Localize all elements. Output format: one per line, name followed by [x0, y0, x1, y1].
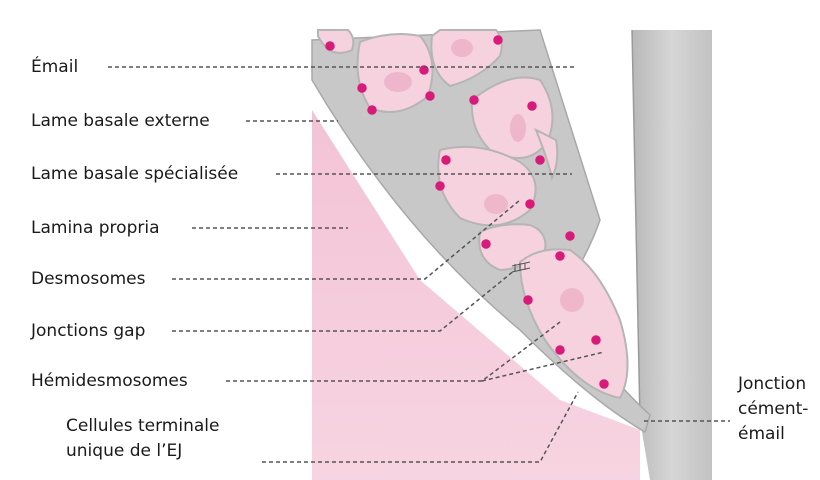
- hemidesmosome: [436, 182, 444, 190]
- hemidesmosome: [326, 42, 334, 50]
- nucleus: [484, 194, 508, 214]
- hemidesmosome: [368, 106, 376, 114]
- hemidesmosome: [494, 36, 502, 44]
- label-email: Émail: [31, 56, 78, 78]
- hemidesmosome: [426, 92, 434, 100]
- label-jonction-line3: émail: [738, 422, 808, 447]
- label-jonction-line2: cément-: [738, 397, 808, 422]
- hemidesmosome: [592, 336, 600, 344]
- label-cellules-terminale: Cellules terminale unique de l’EJ: [66, 414, 219, 464]
- nucleus: [451, 39, 473, 57]
- label-lamina-propria: Lamina propria: [31, 217, 160, 239]
- hemidesmosome: [536, 156, 544, 164]
- label-jonctions-gap: Jonctions gap: [31, 320, 145, 342]
- nucleus: [560, 288, 584, 312]
- hemidesmosome: [556, 346, 564, 354]
- label-jonction-line1: Jonction: [738, 372, 808, 397]
- label-cellules-line1: Cellules terminale: [66, 414, 219, 439]
- nucleus: [384, 72, 412, 92]
- hemidesmosome: [482, 240, 490, 248]
- hemidesmosome: [526, 200, 534, 208]
- label-desmosomes: Desmosomes: [31, 268, 146, 290]
- label-lame-basale-specialisee: Lame basale spécialisée: [31, 163, 238, 185]
- hemidesmosome: [524, 296, 532, 304]
- hemidesmosome: [566, 232, 574, 240]
- label-lame-basale-externe: Lame basale externe: [31, 110, 210, 132]
- hemidesmosome: [358, 84, 366, 92]
- label-jonction-cement-email: Jonction cément- émail: [738, 372, 808, 447]
- hemidesmosome: [600, 380, 608, 388]
- hemidesmosome: [528, 102, 536, 110]
- hemidesmosome: [470, 96, 478, 104]
- label-hemidesmosomes: Hémidesmosomes: [31, 370, 188, 392]
- label-cellules-line2: unique de l’EJ: [66, 439, 219, 464]
- hemidesmosome: [556, 252, 564, 260]
- hemidesmosome: [442, 156, 450, 164]
- nucleus: [510, 114, 526, 142]
